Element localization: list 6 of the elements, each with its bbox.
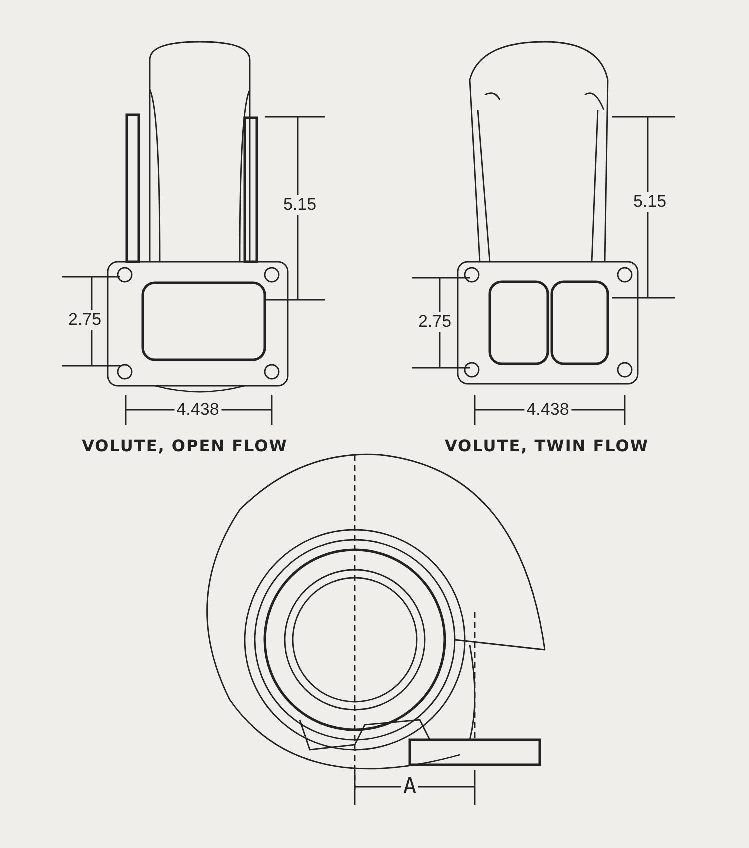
view-title: VOLUTE, TWIN FLOW (444, 436, 650, 456)
dimension-label: 2.75 (416, 312, 454, 332)
dimension-label: 5.15 (281, 195, 319, 215)
view-title: VOLUTE, OPEN FLOW (81, 436, 289, 456)
dimension-label: 5.15 (631, 192, 669, 212)
dimension-label: 2.75 (66, 310, 104, 330)
